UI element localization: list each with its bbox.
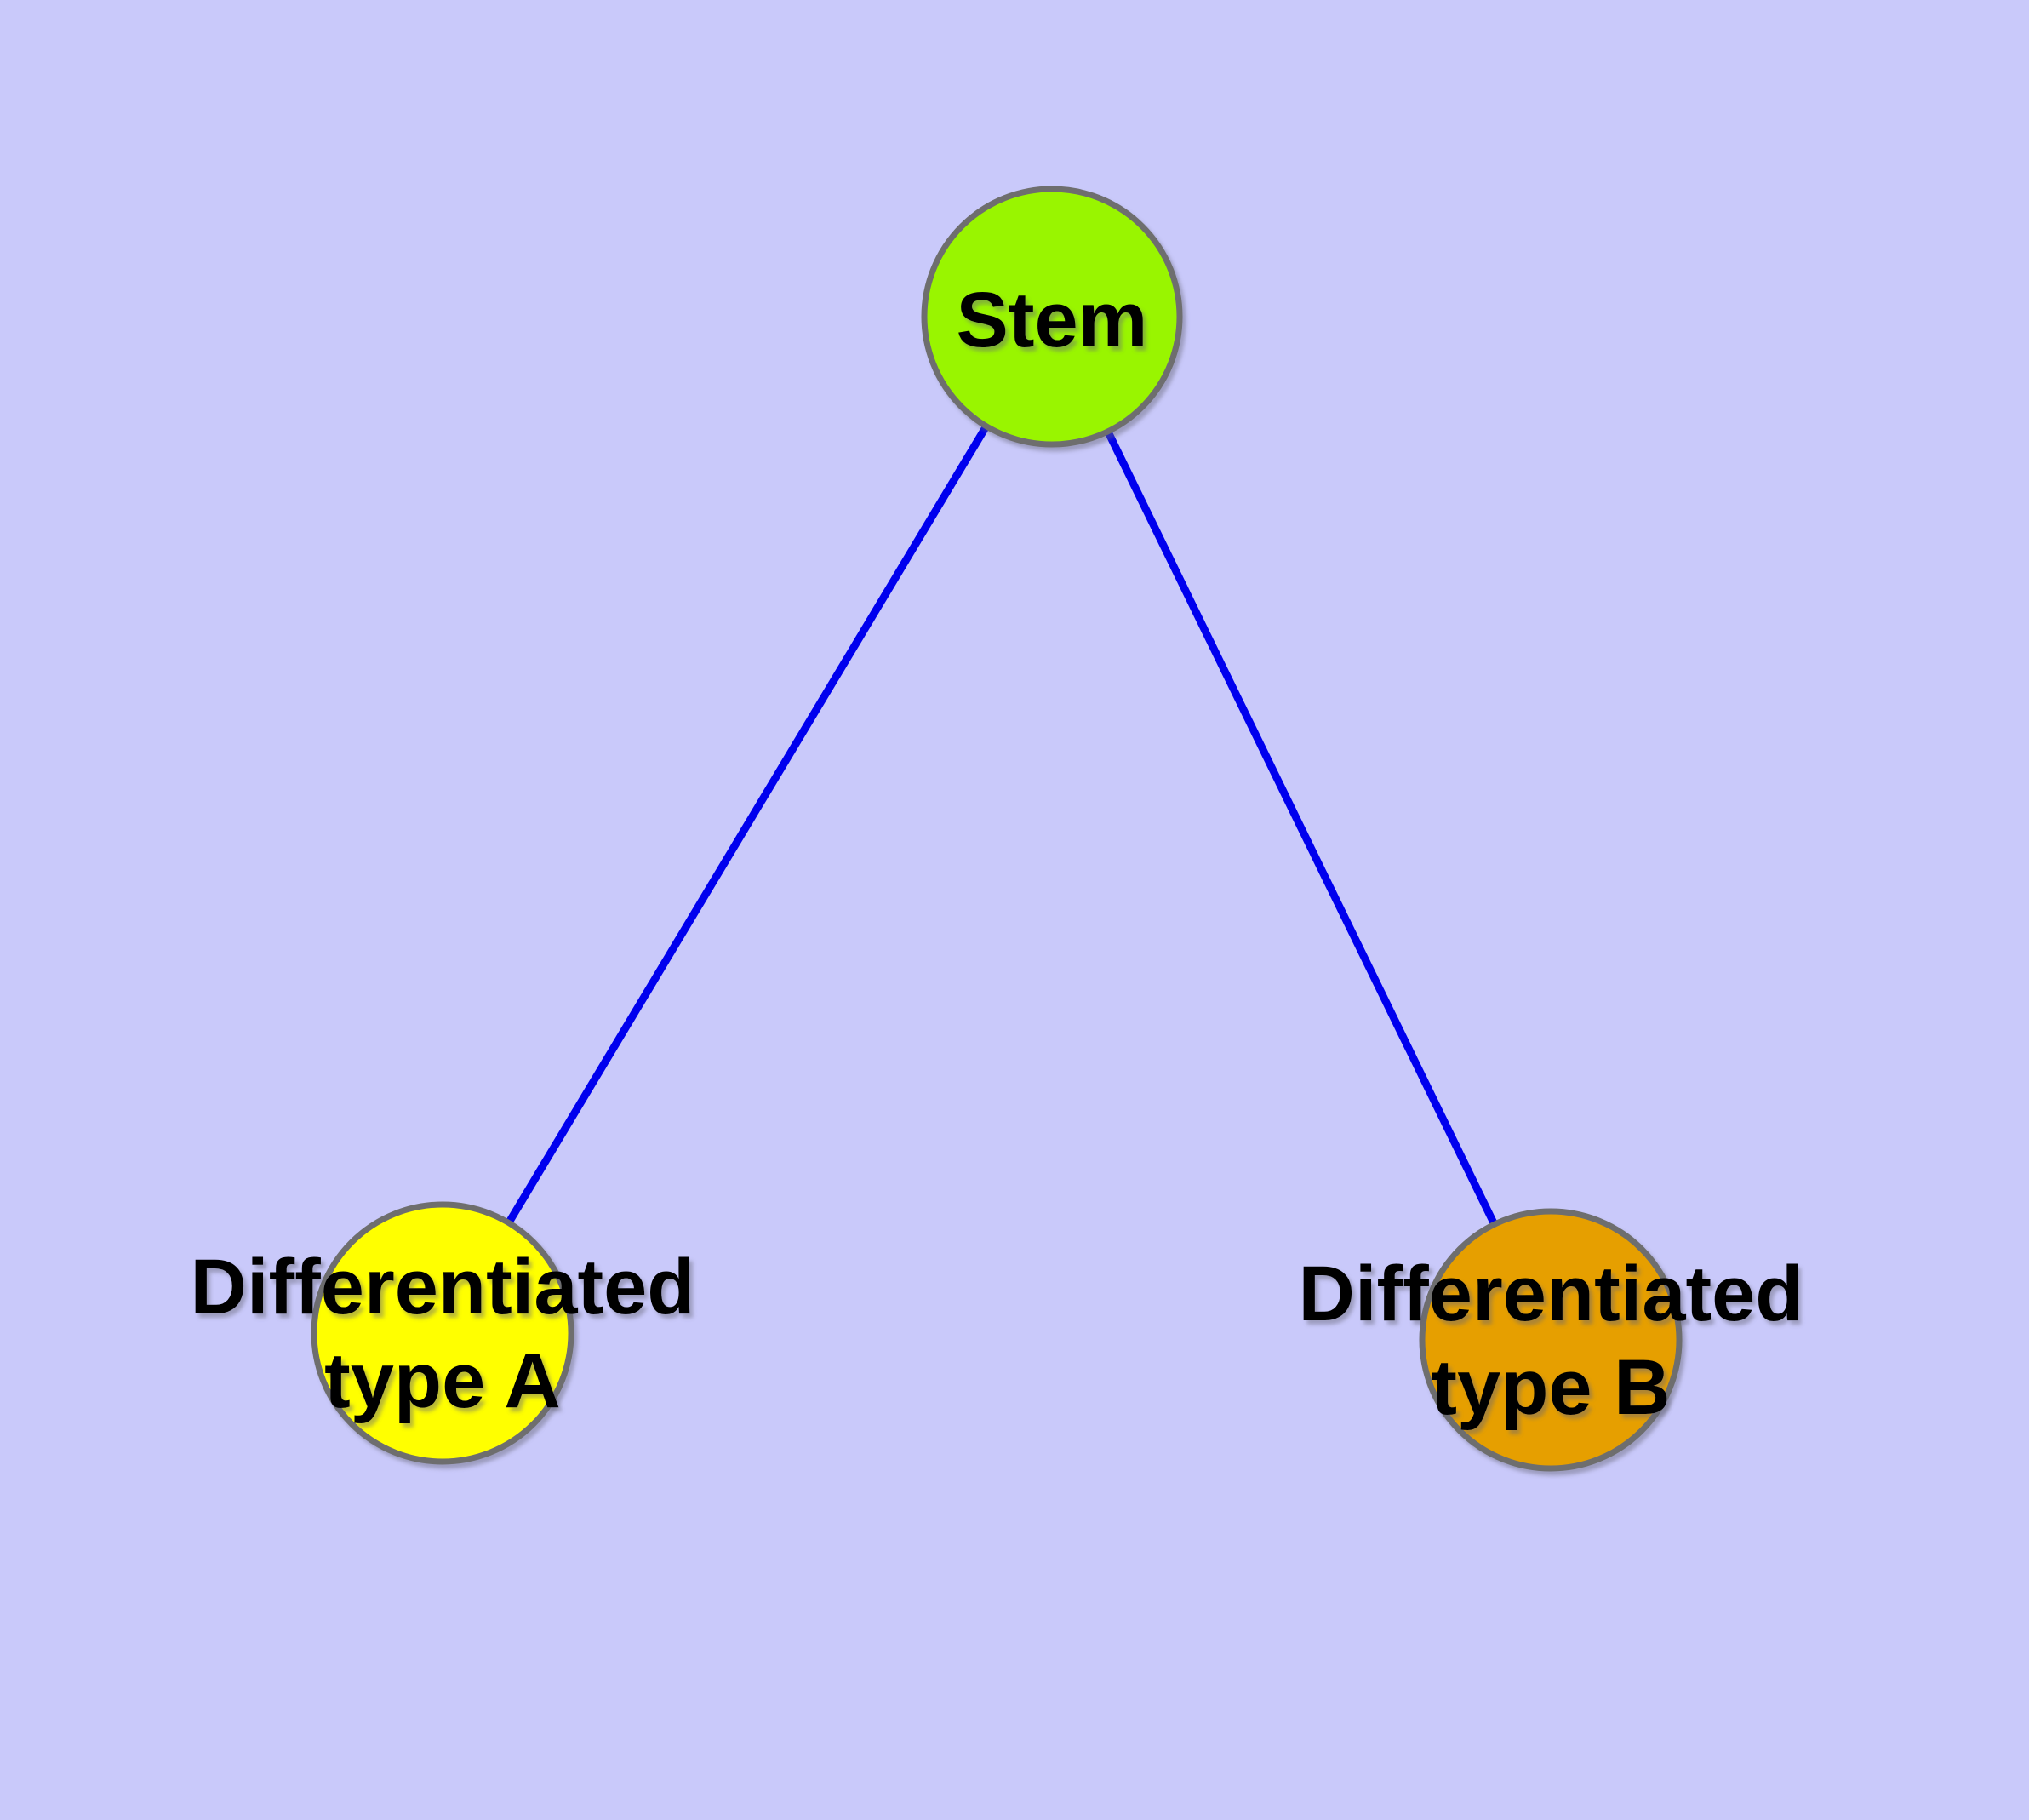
node-differentiated-type-b: Differentiated type B bbox=[1299, 1208, 1803, 1472]
node-differentiated-type-b-label-line-1: Differentiated bbox=[1299, 1251, 1803, 1337]
node-differentiated-type-a-circle[interactable] bbox=[311, 1201, 574, 1465]
edge-stem-to-type-a bbox=[439, 314, 1055, 1336]
node-differentiated-type-b-label-line-2: type B bbox=[1431, 1344, 1670, 1431]
node-stem-circle[interactable] bbox=[921, 186, 1183, 448]
node-differentiated-type-a-label-line-2: type A bbox=[324, 1337, 561, 1424]
node-stem: Stem bbox=[921, 186, 1183, 448]
edge-group bbox=[439, 314, 1555, 1342]
node-differentiated-type-b-circle[interactable] bbox=[1419, 1208, 1683, 1472]
edge-stem-to-type-b bbox=[1048, 315, 1555, 1342]
node-differentiated-type-a-label-line-1: Differentiated bbox=[191, 1244, 695, 1331]
node-stem-label: Stem bbox=[957, 277, 1148, 363]
node-differentiated-type-a: Differentiated type A bbox=[191, 1201, 695, 1465]
